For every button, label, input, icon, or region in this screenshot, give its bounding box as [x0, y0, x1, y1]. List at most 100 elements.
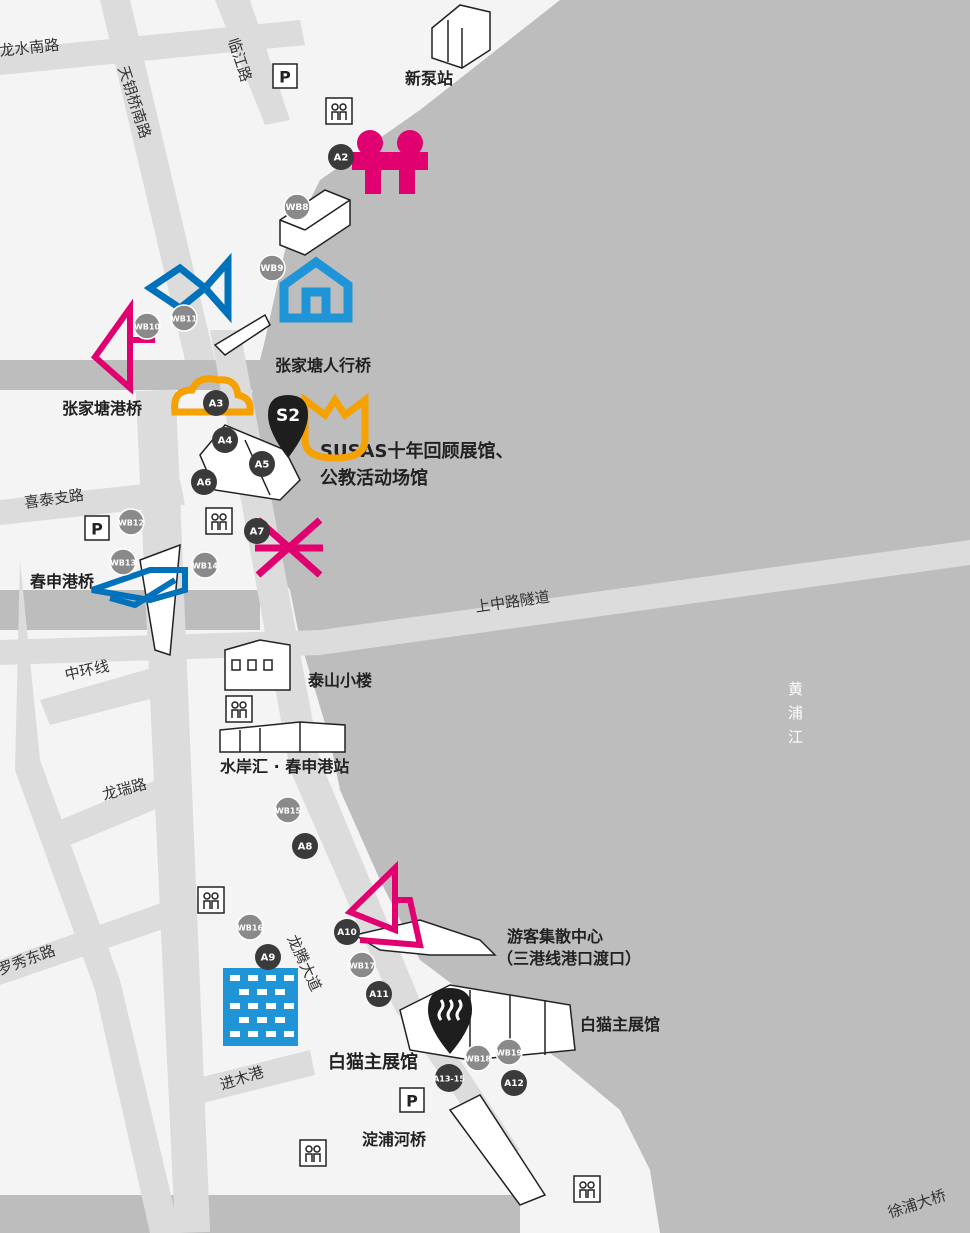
magenta-flag-icon: [90, 298, 155, 395]
taishan-building: [224, 639, 291, 691]
restroom-icon: [197, 886, 225, 914]
wb8-building: [279, 189, 351, 256]
restroom-icon: [573, 1175, 601, 1203]
sky-house-icon: [279, 256, 353, 323]
xinbeng-building: [431, 4, 491, 69]
marker-wb16: WB16: [236, 913, 264, 941]
marker-wb13: WB13: [109, 548, 137, 576]
marker-a4: A4: [212, 427, 238, 453]
marker-wb11: WB11: [170, 304, 198, 332]
restroom-icon: [325, 97, 353, 125]
svg-text:WB9: WB9: [260, 264, 283, 274]
river-label-char-1: 黄: [788, 680, 803, 698]
svg-text:A2: A2: [334, 153, 349, 164]
label-dianpuhe-bridge: 淀浦河桥: [362, 1130, 427, 1149]
label-zhangjiatang-bridge: 张家塘港桥: [62, 399, 143, 418]
marker-wb15: WB15: [274, 796, 302, 824]
label-tourist-center: 游客集散中心: [507, 927, 603, 946]
restroom-icons: [197, 97, 601, 1203]
svg-text:WB13: WB13: [110, 559, 136, 568]
marker-a7: A7: [244, 518, 270, 544]
label-shuianhui: 水岸汇 · 春申港站: [220, 757, 349, 776]
marker-a6: A6: [191, 469, 217, 495]
river-label-char-3: 江: [788, 728, 803, 746]
svg-text:WB16: WB16: [237, 924, 263, 933]
marker-wb19: WB19: [495, 1038, 523, 1066]
svg-text:WB14: WB14: [192, 562, 218, 571]
marker-wb9: WB9: [258, 254, 286, 282]
sky-weave-icon: [223, 968, 298, 1046]
magenta-sail-icon: [344, 860, 424, 949]
restroom-icon: [205, 507, 233, 535]
parking-icon-label: P: [279, 68, 291, 87]
parking-icon: P: [84, 515, 110, 541]
marker-a12: A12: [501, 1070, 527, 1096]
dark-markers: A2 A3 A4 A5 A6 A7 A8 A9 A10 A11 A12 A13-…: [191, 144, 527, 1096]
marker-wb17: WB17: [348, 951, 376, 979]
svg-text:A10: A10: [337, 928, 357, 938]
magenta-twin-hearts-icon: [352, 130, 428, 194]
svg-text:A7: A7: [250, 527, 265, 538]
svg-text:WB19: WB19: [496, 1049, 522, 1058]
dianpuhe-creek: [0, 1195, 520, 1233]
svg-text:A12: A12: [504, 1079, 524, 1089]
svg-text:WB15: WB15: [275, 807, 301, 816]
svg-text:A9: A9: [261, 953, 276, 964]
river-label-char-2: 浦: [788, 704, 803, 722]
marker-wb10: WB10: [133, 312, 161, 340]
svg-text:A3: A3: [209, 399, 224, 410]
svg-text:WB10: WB10: [134, 323, 160, 332]
restroom-icon: [225, 695, 253, 723]
blue-fish-icon: [143, 252, 232, 324]
marker-wb12: WB12: [117, 508, 145, 536]
label-sugas-line2: 公教活动场馆: [320, 467, 428, 489]
marker-a3: A3: [203, 390, 229, 416]
orange-tulip-icon: [301, 393, 369, 462]
river-label: 黄 浦 江: [788, 680, 803, 746]
s2-pin-label: S2: [276, 406, 300, 426]
marker-a2: A2: [328, 144, 354, 170]
svg-text:WB18: WB18: [465, 1055, 491, 1064]
label-chunshengang-bridge: 春申港桥: [29, 572, 95, 591]
svg-text:A13-15: A13-15: [433, 1075, 465, 1084]
parking-icon-label: P: [91, 520, 103, 539]
s2-pin-icon: S2: [268, 395, 308, 458]
svg-text:A5: A5: [255, 460, 270, 471]
svg-text:WB17: WB17: [349, 962, 375, 971]
label-tourist-center-sub: （三港线港口渡口）: [497, 949, 641, 968]
svg-text:WB11: WB11: [171, 315, 197, 324]
label-baimao-main-left: 白猫主展馆: [328, 1051, 418, 1073]
parking-icon-label: P: [406, 1092, 418, 1111]
svg-text:A6: A6: [197, 478, 212, 489]
marker-a10: A10: [334, 919, 360, 945]
place-labels: 新泵站 张家塘人行桥 张家塘港桥 春申港桥 SUSAS十年回顾展馆、 公教活动场…: [29, 69, 660, 1149]
svg-text:A4: A4: [218, 436, 233, 447]
label-xinbeng: 新泵站: [405, 69, 453, 88]
blue-arrows-icon: [91, 567, 188, 609]
marker-a9: A9: [255, 944, 281, 970]
parking-icons: P P P: [84, 63, 425, 1113]
gray-markers: WB8 WB9 WB10 WB11 WB12 WB13 WB14 WB15 WB…: [109, 193, 523, 1072]
label-sugas-line1: SUSAS十年回顾展馆、: [320, 440, 513, 462]
svg-text:A11: A11: [369, 990, 389, 1000]
marker-a13-15: A13-15: [433, 1064, 465, 1092]
restroom-icon: [299, 1139, 327, 1167]
orange-cloud-icon: [171, 375, 254, 416]
marker-wb8: WB8: [283, 193, 311, 221]
parking-icon: P: [399, 1087, 425, 1113]
marker-a5: A5: [249, 451, 275, 477]
label-zhangjiatang-ped-bridge: 张家塘人行桥: [275, 356, 372, 375]
artwork-icons: [90, 130, 428, 1046]
svg-text:WB12: WB12: [118, 519, 144, 528]
shuianhui-building: [219, 721, 346, 753]
buildings: [139, 4, 576, 1206]
marker-a8: A8: [292, 833, 318, 859]
baimao-pin-icon: [428, 988, 472, 1054]
svg-text:WB8: WB8: [285, 203, 308, 213]
marker-wb18: WB18: [464, 1044, 492, 1072]
marker-wb14: WB14: [191, 551, 219, 579]
label-baimao-main-right: 白猫主展馆: [580, 1015, 660, 1034]
marker-a11: A11: [366, 981, 392, 1007]
label-taishan: 泰山小楼: [307, 671, 372, 690]
